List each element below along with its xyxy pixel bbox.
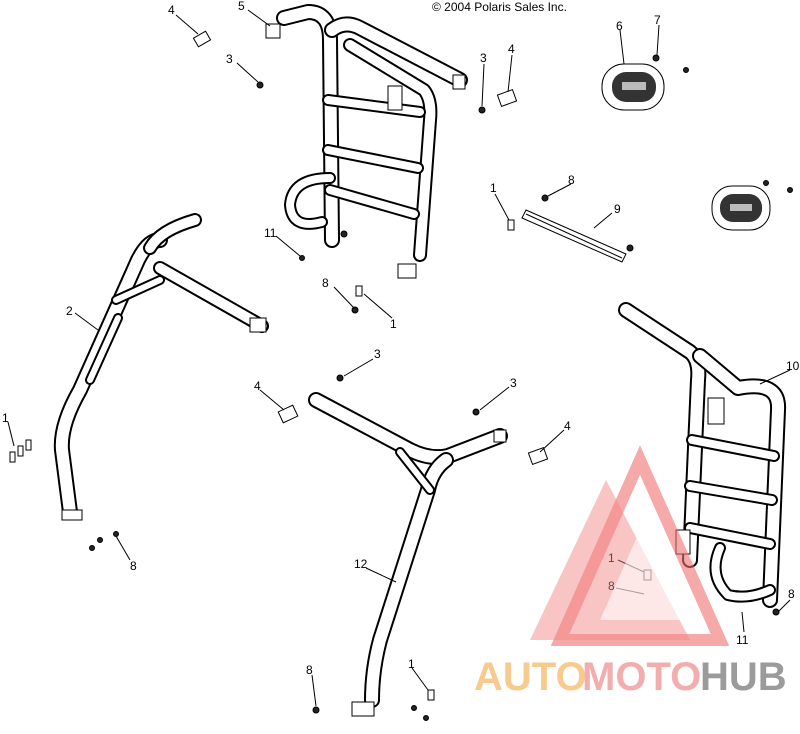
callout-label: 11	[736, 633, 749, 647]
callout-label: 9	[614, 202, 621, 216]
tail-light-part-6	[601, 63, 665, 111]
callout-label: 1	[408, 657, 415, 671]
right-side-frame-part-10	[618, 302, 787, 608]
watermark-logo: AUTO MOTO HUB	[474, 445, 787, 699]
callout-label: 7	[654, 13, 661, 27]
center-frame-part-12	[308, 392, 508, 717]
watermark-moto: MOTO	[582, 655, 701, 699]
watermark-auto: AUTO	[474, 655, 587, 699]
callout-label: 5	[238, 0, 245, 13]
callout-label: 8	[130, 559, 137, 573]
callout-label: 3	[374, 347, 381, 361]
callout-label: 12	[354, 557, 368, 571]
callout-label: 3	[510, 376, 517, 390]
callout-label: 1	[490, 181, 497, 195]
callout-label: 4	[168, 3, 175, 17]
callout-label: 1	[2, 411, 9, 425]
callout-label: 4	[508, 42, 515, 56]
callout-label: 8	[608, 579, 615, 593]
rear-upper-frame-part-5	[265, 4, 468, 279]
callout-label: 10	[786, 359, 800, 373]
callout-label: 11	[264, 226, 277, 240]
callout-label: 4	[564, 419, 571, 433]
leader-lines	[7, 9, 791, 707]
callout-label: 4	[254, 379, 261, 393]
tail-light-right	[711, 185, 771, 231]
callout-label: 3	[480, 51, 487, 65]
callout-label: 2	[66, 304, 73, 318]
callout-labels: 4 5 3 6 7 3 4 1 8 9 11 8 1 2 3 4 3 1 4 1…	[2, 0, 800, 677]
callout-label: 6	[616, 19, 623, 33]
callout-label: 8	[306, 663, 313, 677]
watermark-hub: HUB	[700, 655, 787, 699]
callout-label: 3	[226, 52, 233, 66]
hardware-items	[9, 30, 793, 721]
left-side-frame-part-2	[53, 213, 269, 521]
callout-label: 1	[390, 317, 397, 331]
callout-label: 8	[322, 276, 329, 290]
callout-label: 8	[788, 587, 795, 601]
copyright-text: © 2004 Polaris Sales Inc.	[432, 0, 567, 14]
bracket-bar-part-9	[521, 209, 627, 263]
callout-label: 8	[568, 173, 575, 187]
callout-label: 1	[608, 551, 615, 565]
